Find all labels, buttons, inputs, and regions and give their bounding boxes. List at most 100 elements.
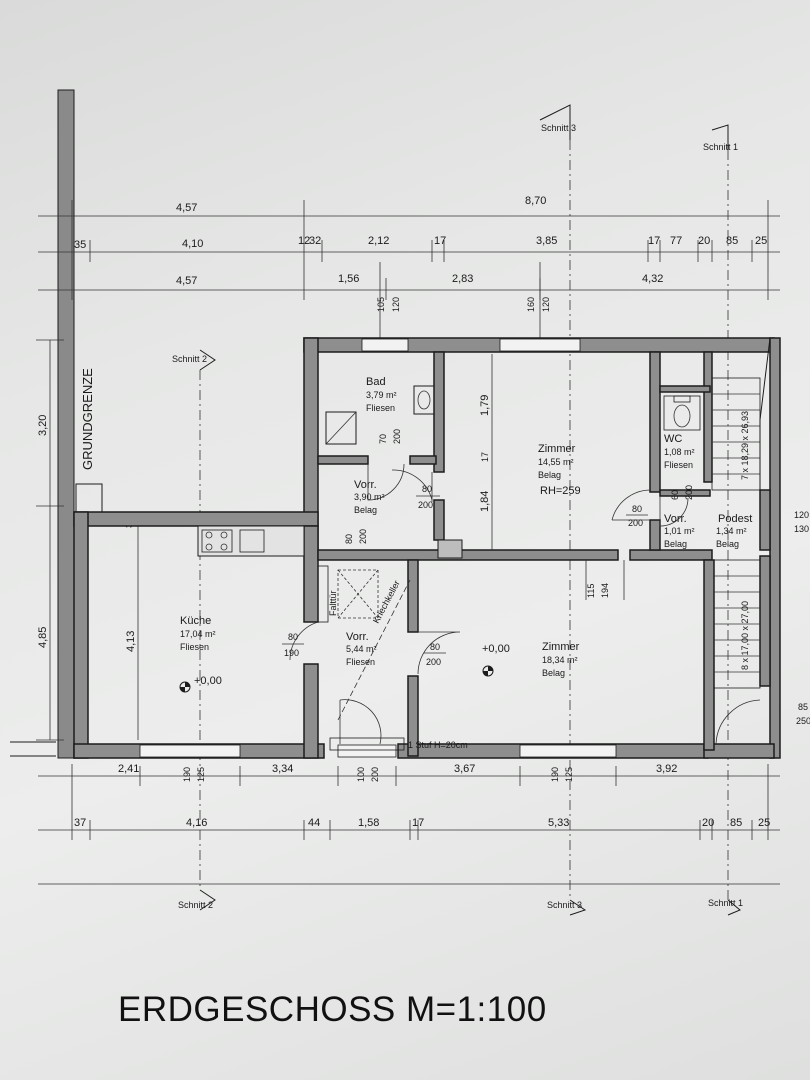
room-vorr2-area: 1,01 m² xyxy=(664,526,695,536)
door-kueche-w: 80 xyxy=(288,632,298,642)
room-kueche-name: Küche xyxy=(180,615,211,627)
room-vorr1-floor: Belag xyxy=(354,505,377,515)
room-wc-name: WC xyxy=(664,433,682,445)
section-label-1-top: Schnitt 1 xyxy=(703,142,738,152)
room-kueche-floor: Fliesen xyxy=(180,642,209,652)
zimmer1-dim-a: 1,79 xyxy=(479,395,491,416)
dim-bottom-1-d: 3,92 xyxy=(656,763,677,775)
door-zimmer1-h: 200 xyxy=(628,518,643,528)
dim-top-2-l: 25 xyxy=(755,235,767,247)
room-vorr2-name: Vorr. xyxy=(664,513,687,525)
interior-walls xyxy=(317,351,771,757)
dim-bottom-2-e: 17 xyxy=(412,817,424,829)
window-dim-1b: 120 xyxy=(391,297,401,312)
dim-bottom-2-d: 1,58 xyxy=(358,817,379,829)
dim-top-1-a: 4,57 xyxy=(176,202,197,214)
room-kueche-level: +0,00 xyxy=(194,675,222,687)
room-kueche-area: 17,04 m² xyxy=(180,629,216,639)
step-box xyxy=(329,737,405,751)
bottom-dimension-lines xyxy=(38,764,780,885)
room-bad-floor: Fliesen xyxy=(366,403,395,413)
door-kueche-h: 190 xyxy=(284,648,299,658)
room-podest-area: 1,34 m² xyxy=(716,526,747,536)
window-bottom-3b: 125 xyxy=(564,767,574,782)
door-rightb-h: 130 xyxy=(794,524,809,534)
room-zimmer1-name: Zimmer xyxy=(538,443,576,455)
dim-top-2-c: 12 xyxy=(298,235,310,247)
dim-top-2-i: 77 xyxy=(670,235,682,247)
door-zimmer2-h: 200 xyxy=(426,657,441,667)
grundgrenze-label: GRUNDGRENZE xyxy=(80,368,95,470)
window-bottom-1b: 125 xyxy=(196,767,206,782)
dim-bottom-2-i: 25 xyxy=(758,817,770,829)
door-vorr1b-w: 80 xyxy=(344,534,354,544)
chimney xyxy=(437,539,463,559)
dim-top-3-b: 1,56 xyxy=(338,273,359,285)
dim-top-3-d: 4,32 xyxy=(642,273,663,285)
room-podest-name: Podest xyxy=(718,513,752,525)
level-marker-kueche xyxy=(179,681,191,693)
door-right-h: 250 xyxy=(796,716,810,726)
door-right-w: 85 xyxy=(798,702,808,712)
room-bad-area: 3,79 m² xyxy=(366,390,397,400)
section-label-1-bottom: Schnitt 1 xyxy=(708,898,743,908)
zimmer1-dim-b: 17 xyxy=(480,452,490,462)
top-dimension-lines xyxy=(38,200,780,340)
dim-bottom-2-g: 20 xyxy=(702,817,714,829)
window-bottom-3a: 190 xyxy=(550,767,560,782)
dim-bottom-2-c: 44 xyxy=(308,817,320,829)
door-bad-w: 70 xyxy=(378,434,388,444)
section-label-2-left: Schnitt 2 xyxy=(172,354,207,364)
level-marker-zimmer2 xyxy=(482,665,494,677)
dim-top-2-e: 2,12 xyxy=(368,235,389,247)
upper-stair xyxy=(711,337,771,491)
dim-top-2-k: 85 xyxy=(726,235,738,247)
door-rightb-w: 120 xyxy=(794,510,809,520)
windows xyxy=(139,338,617,758)
door-vorr1b-h: 200 xyxy=(358,529,368,544)
door-zimmer2-w: 80 xyxy=(430,642,440,652)
property-line-wall xyxy=(57,89,75,759)
room-zimmer2-floor: Belag xyxy=(542,668,565,678)
room-vorr1-area: 3,90 m² xyxy=(354,492,385,502)
dim-top-2-a: 35 xyxy=(74,239,86,251)
window-dim-2a: 160 xyxy=(526,297,536,312)
dim-left-1: 3,20 xyxy=(37,415,49,436)
door-stair-h: 194 xyxy=(600,583,610,598)
room-zimmer1-floor: Belag xyxy=(538,470,561,480)
dim-bottom-2-b: 4,16 xyxy=(186,817,207,829)
dim-bottom-2-f: 5,33 xyxy=(548,817,569,829)
door-wc-h: 200 xyxy=(684,485,694,500)
window-bottom-1a: 190 xyxy=(182,767,192,782)
window-bottom-2a: 100 xyxy=(356,767,366,782)
dim-top-2-d: 32 xyxy=(309,235,321,247)
dim-top-2-h: 17 xyxy=(648,235,660,247)
bathroom-fixtures xyxy=(325,385,435,445)
door-vorr1-w: 80 xyxy=(422,484,432,494)
boundary-post xyxy=(75,483,103,513)
door-vorr1-h: 200 xyxy=(418,500,433,510)
window-dim-2b: 120 xyxy=(541,297,551,312)
dim-top-2-j: 20 xyxy=(698,235,710,247)
room-vorr3-name: Vorr. xyxy=(346,631,369,643)
crawl-space xyxy=(317,565,411,721)
dim-top-3-a: 4,57 xyxy=(176,275,197,287)
room-zimmer1-area: 14,55 m² xyxy=(538,457,574,467)
wc-toilet xyxy=(663,395,701,431)
window-dim-1a: 105 xyxy=(376,297,386,312)
room-zimmer2-level: +0,00 xyxy=(482,643,510,655)
room-zimmer1-rh: RH=259 xyxy=(540,485,581,497)
dim-top-2-g: 3,85 xyxy=(536,235,557,247)
room-vorr1-name: Vorr. xyxy=(354,479,377,491)
kitchen-counter xyxy=(197,525,305,557)
dim-bottom-2-h: 85 xyxy=(730,817,742,829)
room-wc-area: 1,08 m² xyxy=(664,447,695,457)
door-bad-h: 200 xyxy=(392,429,402,444)
dim-top-2-b: 4,10 xyxy=(182,238,203,250)
dim-left-3: 4,13 xyxy=(125,631,137,652)
room-vorr2-floor: Belag xyxy=(664,539,687,549)
room-bad-name: Bad xyxy=(366,376,386,388)
section-label-2-bottom: Schnitt 2 xyxy=(178,900,213,910)
lower-stair xyxy=(713,559,761,689)
